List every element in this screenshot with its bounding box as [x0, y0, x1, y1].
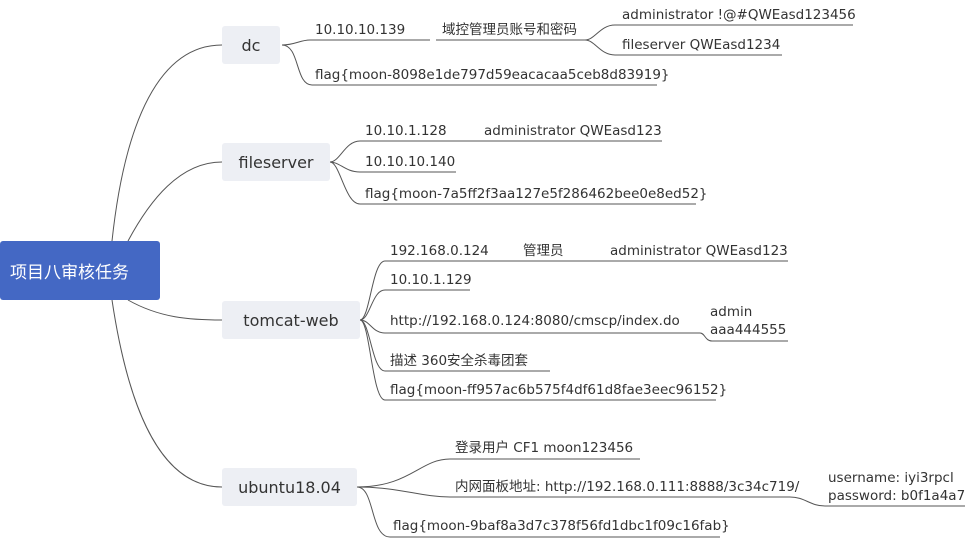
connector-root-tomcat [127, 299, 223, 321]
fileserver-flag[interactable]: flag{moon-7a5ff2f3aa127e5f286462bee0e8ed… [365, 186, 708, 202]
topic-tomcat-web[interactable]: tomcat-web [222, 301, 360, 339]
connector-creds-cred1 [584, 24, 853, 41]
connector-tc-ip1 [359, 260, 510, 321]
tomcat-url[interactable]: http://192.168.0.124:8080/cmscp/index.do [390, 313, 680, 329]
connector-ub-login [356, 458, 640, 488]
connector-tc-ip2 [359, 289, 470, 321]
tomcat-admin-label[interactable]: 管理员 [523, 243, 564, 259]
tomcat-desc[interactable]: 描述 360安全杀毒团套 [390, 353, 529, 369]
topic-ubuntu-label: ubuntu18.04 [238, 477, 341, 497]
root-topic-label: 项目八审核任务 [10, 263, 129, 283]
connector-root-dc [111, 44, 223, 242]
connector-creds-cred2 [584, 39, 782, 56]
dc-cred-admin[interactable]: administrator !@#QWEasd123456 [622, 7, 856, 23]
connector-tc-url [359, 319, 700, 334]
connector-dc-flag [281, 44, 657, 86]
connector-url-creds [699, 332, 788, 342]
topic-fileserver[interactable]: fileserver [222, 143, 330, 181]
connector-root-ubuntu [111, 299, 223, 488]
connector-tc-flag [359, 319, 716, 401]
dc-ip[interactable]: 10.10.10.139 [315, 22, 406, 38]
tomcat-cred[interactable]: administrator QWEasd123 [610, 243, 788, 259]
connector-tc-desc [359, 319, 550, 372]
root-topic[interactable]: 项目八审核任务 [0, 241, 160, 300]
topic-tomcat-web-label: tomcat-web [243, 310, 339, 330]
tomcat-flag[interactable]: flag{moon-ff957ac6b575f4df61d8fae3eec961… [390, 382, 728, 398]
dc-flag[interactable]: flag{moon-8098e1de797d59eacacaa5ceb8d839… [315, 67, 670, 83]
connector-ub-panel [356, 486, 790, 498]
connector-dc-ip [281, 39, 430, 46]
fileserver-cred[interactable]: administrator QWEasd123 [484, 123, 662, 139]
connector-fs-ip1 [329, 140, 475, 163]
tomcat-ip1[interactable]: 192.168.0.124 [390, 243, 489, 259]
connector-fs-flag [329, 161, 696, 205]
ubuntu-username[interactable]: username: iyi3rpcl [828, 470, 954, 486]
connector-ub-flag [356, 486, 720, 538]
connector-fs-ip2 [329, 161, 456, 173]
tomcat-ip2[interactable]: 10.10.1.129 [390, 272, 472, 288]
topic-ubuntu[interactable]: ubuntu18.04 [222, 468, 357, 506]
dc-creds-label[interactable]: 域控管理员账号和密码 [442, 22, 577, 38]
fileserver-ip2[interactable]: 10.10.10.140 [365, 154, 456, 170]
ubuntu-panel[interactable]: 内网面板地址: http://192.168.0.111:8888/3c34c7… [455, 479, 800, 495]
connector-root-fileserver [127, 161, 223, 242]
connector-panel-creds [789, 496, 965, 507]
ubuntu-login[interactable]: 登录用户 CF1 moon123456 [455, 440, 634, 456]
topic-dc[interactable]: dc [222, 26, 280, 64]
ubuntu-password[interactable]: password: b0f1a4a7 [828, 488, 966, 504]
topic-dc-label: dc [241, 35, 261, 55]
fileserver-ip1[interactable]: 10.10.1.128 [365, 123, 447, 139]
topic-fileserver-label: fileserver [238, 152, 314, 172]
tomcat-user[interactable]: admin [710, 304, 753, 320]
tomcat-pass[interactable]: aaa444555 [710, 322, 787, 338]
ubuntu-flag[interactable]: flag{moon-9baf8a3d7c378f56fd1dbc1f09c16f… [393, 518, 730, 534]
dc-cred-fileserver[interactable]: fileserver QWEasd1234 [622, 37, 781, 53]
